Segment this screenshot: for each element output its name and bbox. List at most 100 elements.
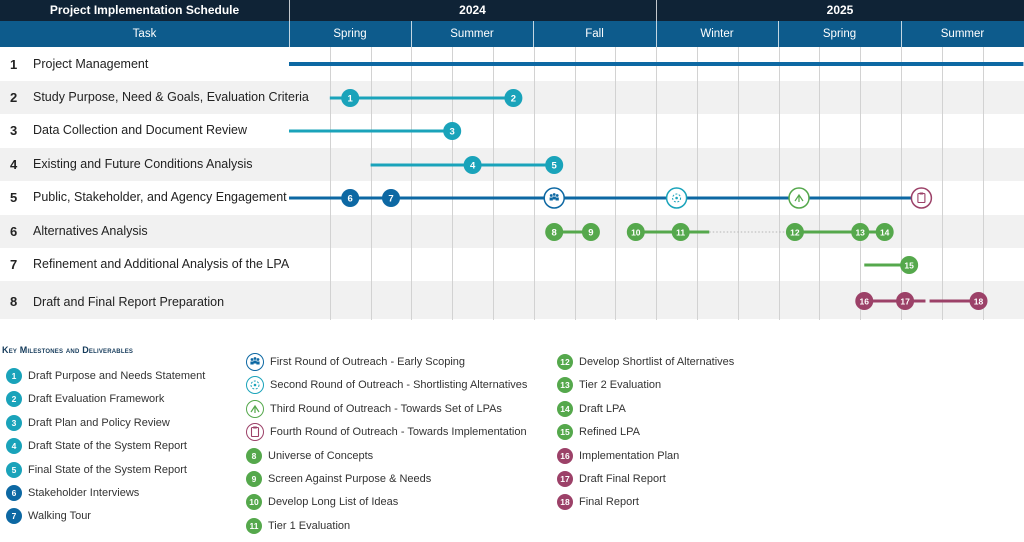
legend-label: Second Round of Outreach - Shortlisting … — [270, 379, 528, 392]
legend-label: Third Round of Outreach - Towards Set of… — [270, 402, 502, 415]
task-number: 7 — [10, 257, 18, 272]
gridline — [901, 47, 902, 320]
milestone-number: 3 — [450, 126, 455, 137]
sorting-icon — [672, 193, 682, 203]
milestone-badge — [900, 256, 919, 274]
year-2025: 2025 — [826, 3, 854, 17]
legend-badge: 16 — [557, 447, 573, 464]
header-divider — [778, 21, 779, 47]
task-number: 8 — [10, 294, 18, 309]
task-label: Existing and Future Conditions Analysis — [33, 157, 253, 171]
header-divider — [411, 21, 412, 47]
legend-label: Fourth Round of Outreach - Towards Imple… — [270, 426, 527, 439]
legend-badge: 10 — [246, 494, 262, 511]
legend-item: 15 Refined LPA — [557, 422, 640, 442]
legend-badge: 18 — [557, 494, 573, 511]
people-icon — [549, 193, 559, 201]
header-divider — [901, 21, 902, 47]
season-summer-2024: Summer — [450, 28, 494, 40]
milestone-number: 13 — [855, 227, 865, 237]
legend-badge: 8 — [246, 447, 262, 464]
legend-item: 5 Final State of the System Report — [6, 460, 187, 480]
legend-label: Draft State of the System Report — [28, 440, 187, 453]
task-row: 1 Project Management — [0, 48, 1024, 81]
legend-label: Draft LPA — [579, 402, 626, 415]
milestone-number: 5 — [552, 160, 558, 171]
milestone-number: 2 — [511, 93, 516, 104]
season-spring-2024: Spring — [333, 28, 367, 40]
task-row: 3 Data Collection and Document Review — [0, 114, 1024, 147]
task-label: Project Management — [33, 57, 149, 71]
legend-label: Stakeholder Interviews — [28, 487, 140, 499]
season-summer-2025: Summer — [940, 28, 985, 40]
legend-badge: 4 — [6, 438, 22, 455]
milestone-badge — [851, 223, 870, 241]
gridline — [534, 47, 535, 320]
gridline — [819, 47, 820, 320]
legend-badge: 9 — [246, 471, 262, 487]
task-number: 2 — [10, 90, 18, 105]
legend-item: Second Round of Outreach - Shortlisting … — [246, 375, 527, 395]
milestone-number: 17 — [900, 296, 910, 306]
gridline — [738, 47, 739, 320]
milestone-badge — [875, 223, 894, 241]
legend-label: Draft Evaluation Framework — [28, 393, 165, 406]
legend-item: Fourth Round of Outreach - Towards Imple… — [246, 422, 527, 442]
sorting-icon — [246, 376, 264, 395]
milestone-badge — [581, 223, 600, 241]
milestone-badge — [341, 189, 360, 207]
milestone-badge — [382, 189, 400, 207]
task-row: 8 Draft and Final Report Preparation — [0, 281, 1024, 319]
header-divider — [656, 0, 657, 21]
legend-label: Implementation Plan — [579, 449, 680, 462]
milestone-badge — [341, 89, 360, 107]
legend-badge: 5 — [6, 461, 22, 478]
milestone-number: 8 — [552, 227, 557, 238]
legend-label: First Round of Outreach - Early Scoping — [270, 356, 466, 368]
task-label: Refinement and Additional Analysis of th… — [33, 257, 290, 271]
header-divider — [533, 21, 534, 47]
gridline — [860, 47, 861, 320]
task-number: 3 — [10, 123, 18, 138]
legend-badge: 2 — [6, 391, 22, 408]
legend-badge: 12 — [557, 354, 573, 370]
gridline — [697, 47, 698, 320]
legend-label: Final State of the System Report — [28, 463, 187, 476]
clipboard-icon — [246, 423, 264, 442]
task-number: 1 — [10, 57, 18, 72]
gridline — [656, 47, 657, 320]
legend-label: Tier 2 Evaluation — [579, 379, 662, 392]
task-row: 5 Public, Stakeholder, and Agency Engage… — [0, 181, 1024, 214]
legend-title: Key Milestones and Deliverables — [2, 345, 134, 355]
outreach-marker — [910, 187, 933, 209]
milestone-number: 7 — [388, 193, 393, 204]
legend-label: Refined LPA — [579, 426, 640, 439]
gridline — [615, 47, 616, 320]
milestone-badge — [969, 292, 988, 310]
legend-item: 16 Implementation Plan — [557, 446, 679, 466]
task-label: Public, Stakeholder, and Agency Engageme… — [33, 190, 287, 204]
legend-badge: 15 — [557, 424, 573, 441]
header-divider — [289, 0, 290, 21]
milestone-badge — [443, 122, 462, 140]
clipboard-icon — [917, 192, 926, 204]
milestone-badge — [504, 89, 523, 107]
task-number: 6 — [10, 224, 18, 239]
legend-item: First Round of Outreach - Early Scoping — [246, 352, 465, 372]
arrows-icon — [246, 399, 264, 418]
legend-label: Draft Purpose and Needs Statement — [28, 370, 206, 382]
milestone-badge — [671, 223, 690, 241]
legend-label: Draft Plan and Policy Review — [28, 416, 170, 429]
gridline — [493, 47, 494, 320]
milestone-number: 9 — [588, 227, 593, 238]
header-divider — [656, 21, 657, 47]
